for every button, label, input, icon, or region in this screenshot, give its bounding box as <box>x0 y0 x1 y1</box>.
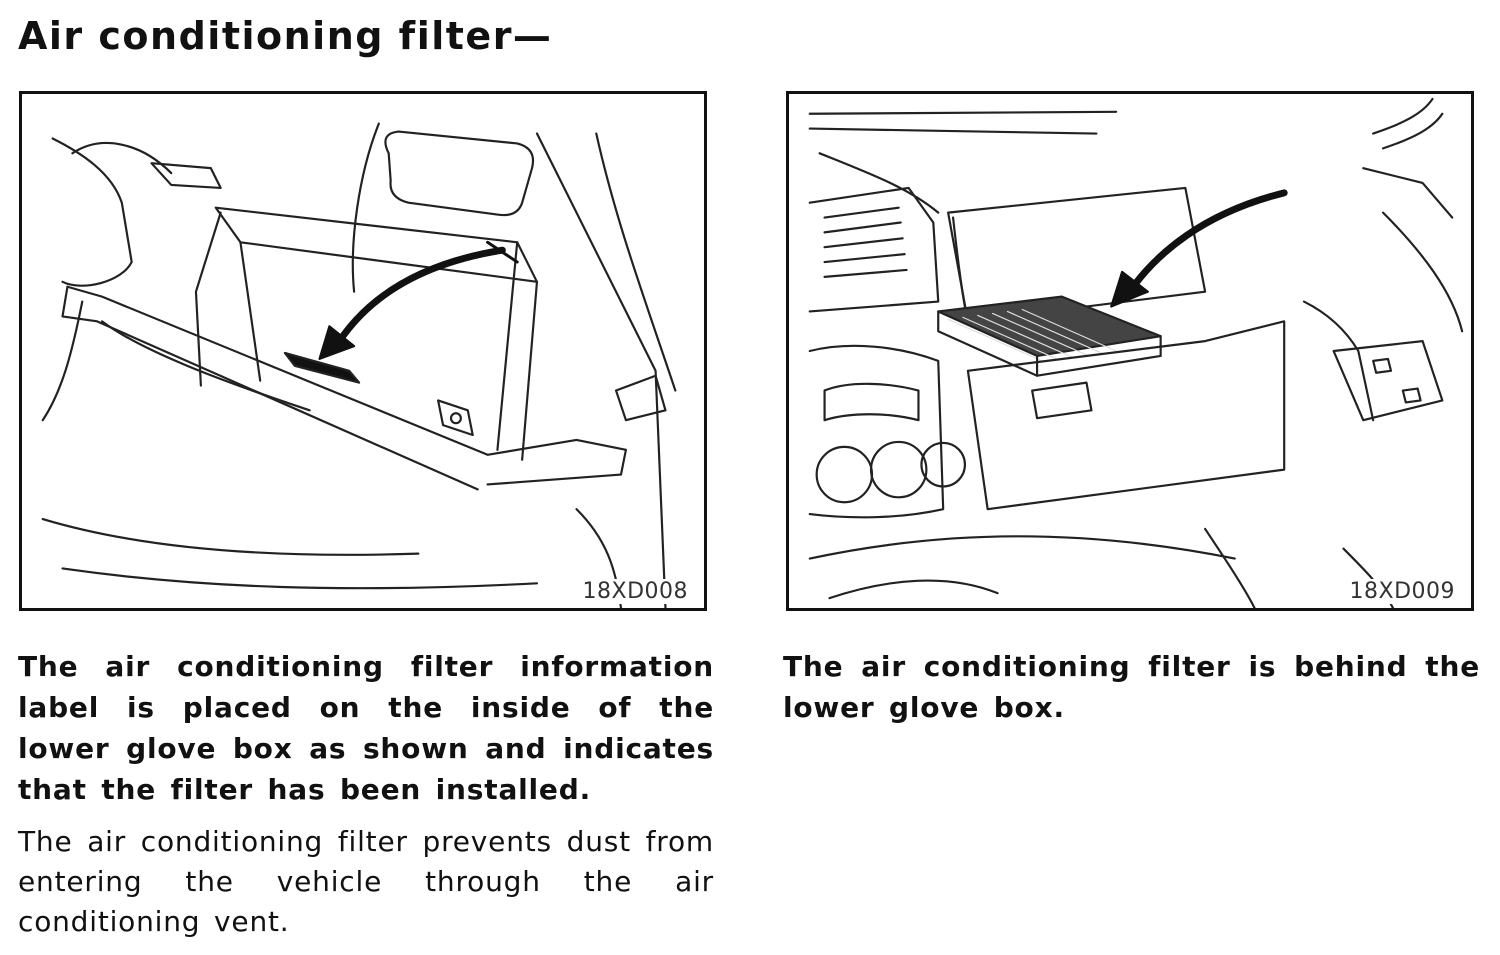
glove-box-label-illustration: 18XD008 <box>19 91 707 611</box>
section-title: Air conditioning filter— <box>18 14 553 58</box>
filter-location-illustration: 18XD009 <box>786 91 1474 611</box>
figure-code-right: 18XD009 <box>1347 579 1457 604</box>
figure-code-left: 18XD008 <box>580 579 690 604</box>
label-location-paragraph: The air conditioning filter information … <box>18 650 714 806</box>
filter-location-paragraph: The air conditioning filter is behind th… <box>783 650 1480 724</box>
filter-purpose-paragraph: The air conditioning filter prevents dus… <box>18 825 714 938</box>
